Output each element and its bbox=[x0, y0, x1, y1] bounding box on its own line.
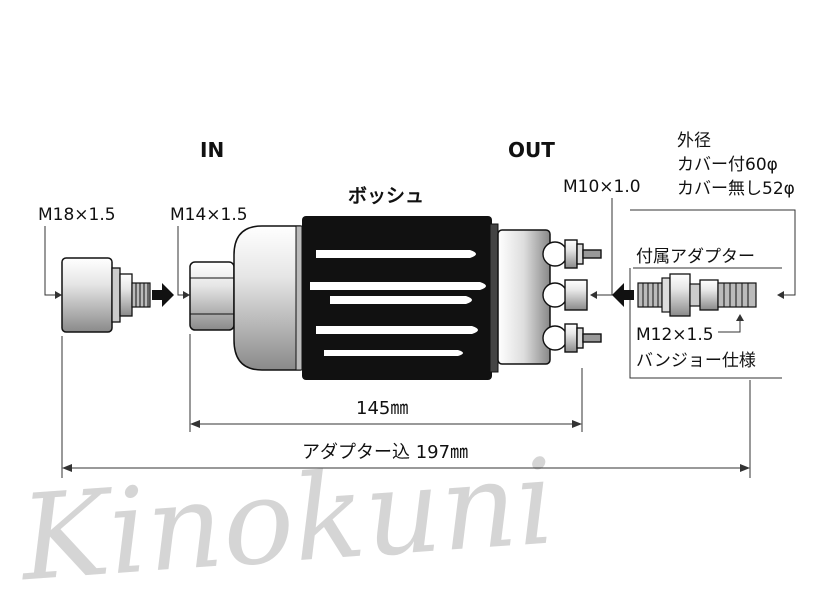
m18-fitting-flange bbox=[111, 267, 121, 323]
pump-inlet-nut bbox=[189, 261, 235, 331]
m12-thread-label: M12×1.5 bbox=[636, 325, 714, 345]
m18-fitting-thread bbox=[131, 282, 151, 308]
out-label: OUT bbox=[508, 138, 555, 162]
outer-diameter-title: 外径 bbox=[677, 131, 711, 151]
m18-thread-label: M18×1.5 bbox=[38, 205, 116, 225]
outer-diameter-with-cover: カバー付60φ bbox=[677, 155, 778, 175]
pump-outlet-head bbox=[497, 229, 551, 365]
flow-arrow-out bbox=[612, 283, 634, 307]
leader-lines bbox=[44, 198, 796, 379]
outer-diameter-without-cover: カバー無し52φ bbox=[677, 179, 795, 199]
m10-thread-label: M10×1.0 bbox=[563, 177, 641, 197]
outlet-terminals bbox=[542, 239, 602, 353]
included-adapter bbox=[612, 273, 757, 317]
dimension-arrows bbox=[62, 420, 750, 472]
dimension-lines bbox=[61, 334, 751, 478]
pump-body bbox=[233, 216, 551, 380]
in-label: IN bbox=[200, 138, 224, 162]
dim-145-bg bbox=[352, 395, 432, 419]
adapter-included-label: 付属アダプター bbox=[636, 247, 755, 267]
flow-arrow-in bbox=[152, 283, 174, 307]
m18-fitting-cap bbox=[61, 257, 113, 333]
dim-197-bg bbox=[300, 440, 518, 464]
length-with-adapter-label: アダプター込 197㎜ bbox=[302, 442, 468, 463]
banjo-spec-label: バンジョー仕様 bbox=[636, 351, 756, 371]
m14-thread-label: M14×1.5 bbox=[170, 205, 248, 225]
bosch-label: ボッシュ bbox=[348, 185, 424, 207]
length-pump-label: 145㎜ bbox=[356, 398, 408, 419]
m18-fitting-nut bbox=[119, 273, 133, 317]
m18-fitting bbox=[61, 257, 151, 333]
